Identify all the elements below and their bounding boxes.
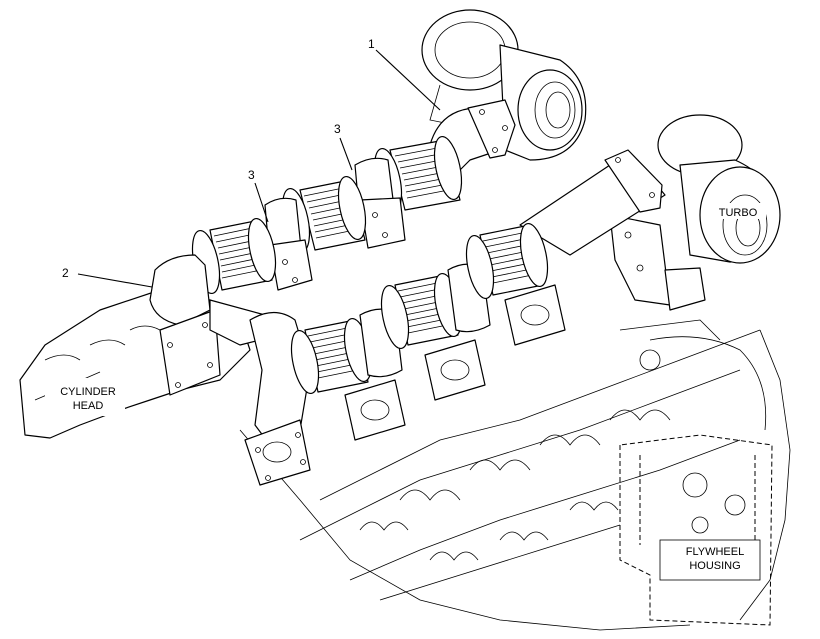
cylinder-head-label-line2: HEAD bbox=[73, 400, 104, 412]
bellows-icon bbox=[281, 175, 367, 253]
flywheel-label-line1: FLYWHEEL bbox=[686, 546, 744, 558]
callout-2: 2 bbox=[62, 266, 69, 280]
callout-3b: 3 bbox=[248, 168, 255, 182]
bellows-icon bbox=[290, 317, 373, 395]
flange-icon bbox=[424, 339, 486, 401]
flange-icon bbox=[504, 284, 566, 346]
flywheel-housing: FLYWHEEL HOUSING bbox=[619, 434, 773, 626]
turbocharger: TURBO bbox=[609, 114, 781, 311]
right-crossover-tube bbox=[519, 149, 666, 256]
callout-1: 1 bbox=[368, 37, 375, 51]
flange-icon bbox=[244, 419, 311, 486]
bellows-icon bbox=[465, 222, 549, 300]
callouts: 1 2 3 3 bbox=[62, 37, 441, 288]
turbo-label: TURBO bbox=[719, 207, 758, 219]
callout-3a: 3 bbox=[334, 122, 341, 136]
flange-icon bbox=[344, 379, 406, 441]
upper-turbocharger bbox=[421, 9, 587, 161]
lower-manifold bbox=[244, 222, 566, 486]
cylinder-head-label-line1: CYLINDER bbox=[60, 386, 116, 398]
engine-block bbox=[239, 319, 791, 631]
flywheel-label-line2: HOUSING bbox=[689, 560, 740, 572]
